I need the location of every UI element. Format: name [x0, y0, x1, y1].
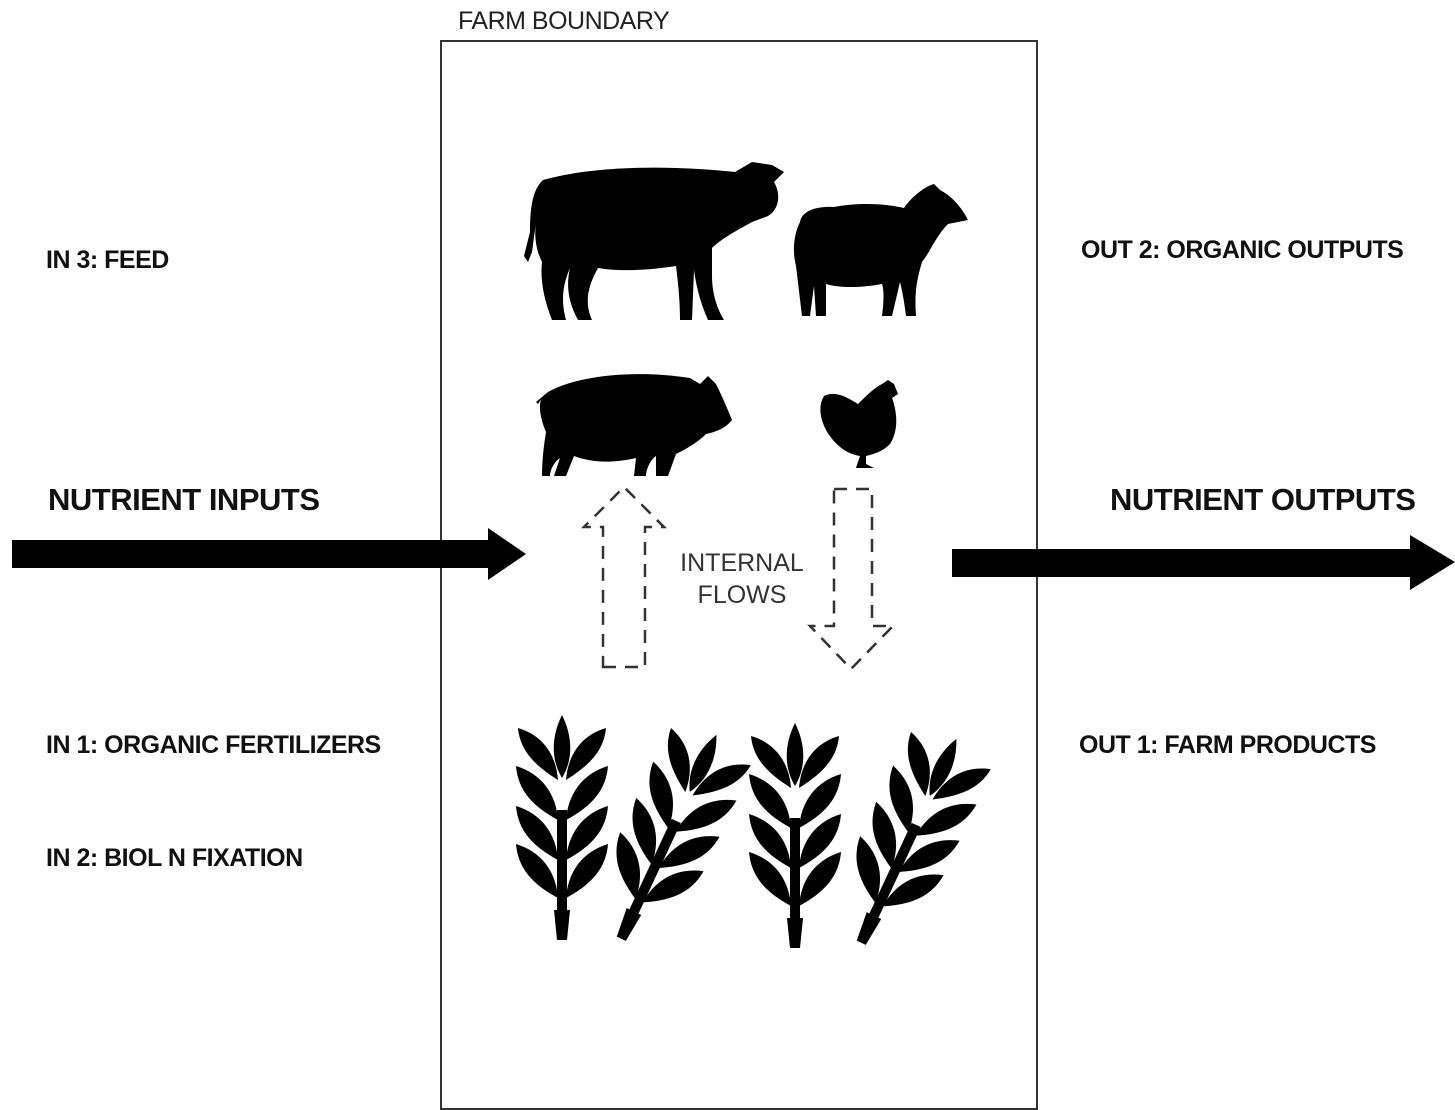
input-feed-label: IN 3: FEED — [46, 246, 169, 274]
pig-icon — [536, 374, 732, 476]
nutrient-outputs-title: NUTRIENT OUTPUTS — [1110, 482, 1416, 517]
farm-boundary-label: FARM BOUNDARY — [458, 7, 670, 35]
internal-flow-down-arrow — [807, 487, 896, 671]
output-organic-outputs-label: OUT 2: ORGANIC OUTPUTS — [1081, 236, 1404, 264]
nutrient-outputs-arrow — [952, 535, 1455, 590]
input-biol-n-fixation-label: IN 2: BIOL N FIXATION — [46, 844, 303, 872]
cow-icon — [524, 162, 784, 320]
chicken-icon — [820, 380, 898, 468]
wheat-icon — [516, 715, 998, 962]
internal-flows-label: INTERNAL FLOWS — [672, 547, 812, 611]
nutrient-inputs-title: NUTRIENT INPUTS — [48, 482, 320, 517]
internal-flow-up-arrow — [580, 485, 668, 669]
internal-flows-line-1: INTERNAL — [680, 549, 804, 577]
internal-flows-line-2: FLOWS — [697, 581, 787, 609]
sheep-icon — [793, 184, 968, 316]
input-organic-fertilizers-label: IN 1: ORGANIC FERTILIZERS — [46, 731, 381, 759]
output-farm-products-label: OUT 1: FARM PRODUCTS — [1079, 731, 1376, 759]
nutrient-inputs-arrow — [12, 528, 526, 580]
